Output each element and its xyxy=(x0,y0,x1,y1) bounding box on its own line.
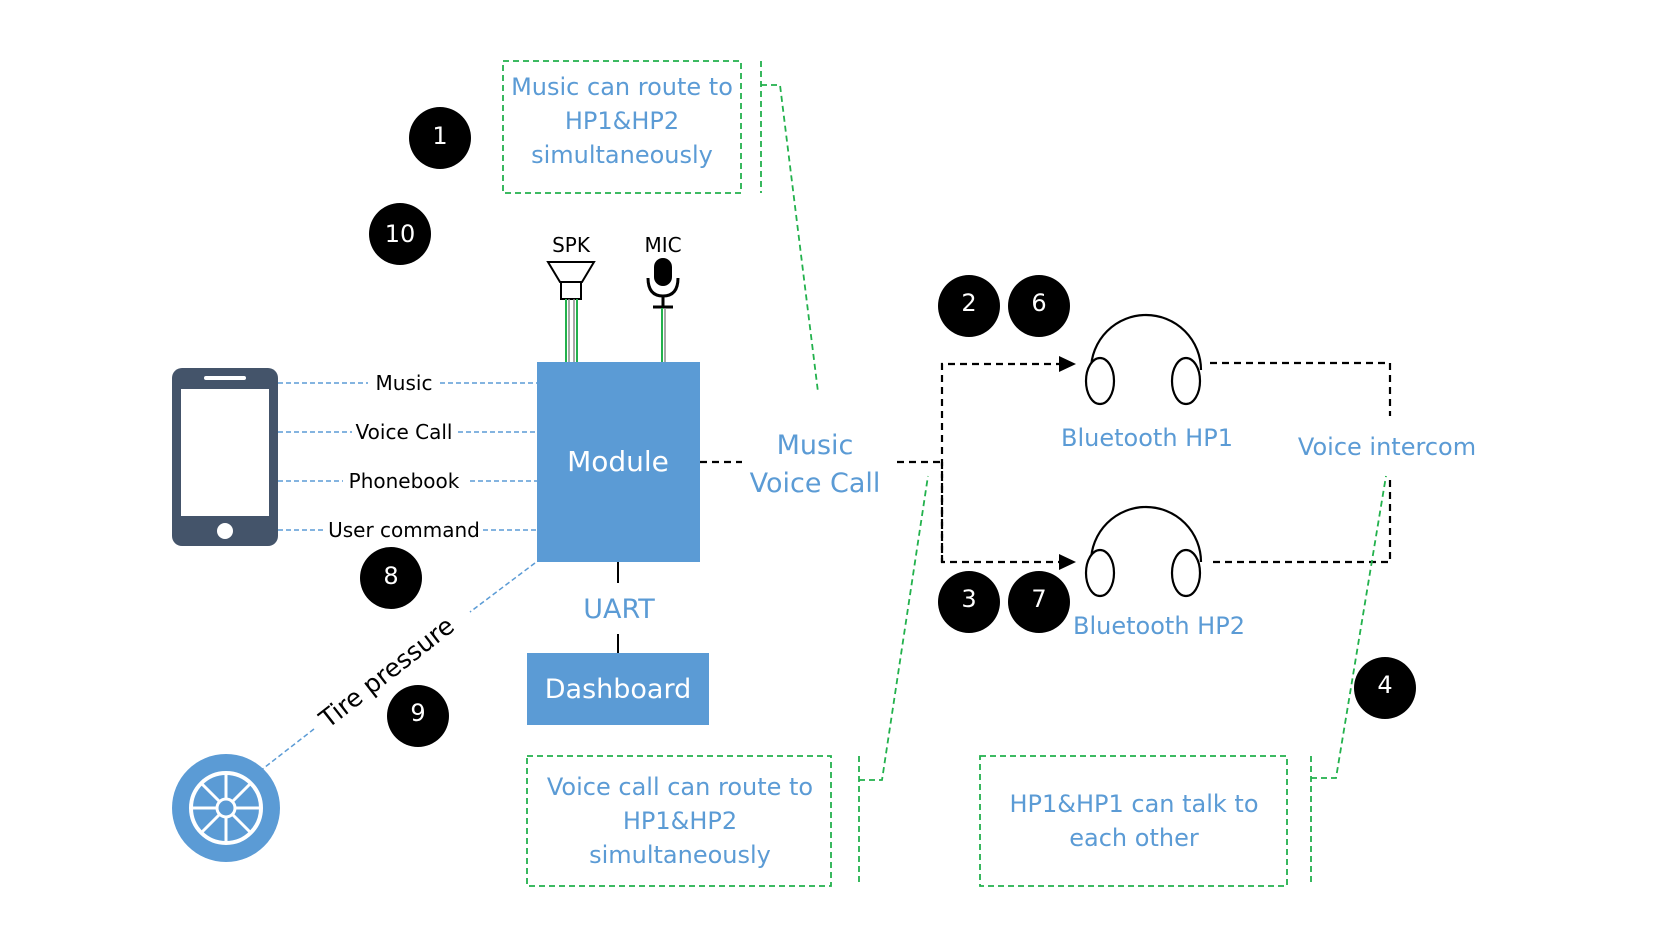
note-music-line-2: HP1&HP2 xyxy=(565,107,679,135)
badge-4: 4 xyxy=(1354,657,1416,719)
badge-1: 1 xyxy=(409,107,471,169)
hp1-label: Bluetooth HP1 xyxy=(1061,424,1233,452)
svg-text:1: 1 xyxy=(432,122,447,150)
link-voice-call-label: Voice Call xyxy=(356,420,453,444)
hp2-label: Bluetooth HP2 xyxy=(1073,612,1245,640)
badge-10: 10 xyxy=(369,203,431,265)
dashboard-box: Dashboard xyxy=(527,653,709,725)
phone-links: Music Voice Call Phonebook User command xyxy=(278,371,537,542)
speaker-group: SPK xyxy=(546,233,596,362)
smartphone-icon xyxy=(172,368,278,546)
badge-8: 8 xyxy=(360,547,422,609)
note-voice-line-2: HP1&HP2 xyxy=(623,807,737,835)
note-voice-line-1: Voice call can route to xyxy=(547,773,813,801)
badge-2: 2 xyxy=(938,275,1000,337)
speaker-icon xyxy=(546,261,596,300)
center-music-label: Music xyxy=(777,430,854,461)
link-phonebook-label: Phonebook xyxy=(349,469,460,493)
mic-group: MIC xyxy=(644,233,682,362)
mic-label: MIC xyxy=(644,233,681,257)
note-music-line-1: Music can route to xyxy=(511,73,733,101)
link-user-command-label: User command xyxy=(328,518,480,542)
spk-label: SPK xyxy=(552,233,591,257)
note-voice-route: Voice call can route to HP1&HP2 simultan… xyxy=(526,475,929,887)
badge-3: 3 xyxy=(938,571,1000,633)
svg-text:7: 7 xyxy=(1031,585,1046,613)
module-box: Module xyxy=(537,362,700,562)
note-talk: HP1&HP1 can talk to each other xyxy=(979,475,1387,887)
headphones-icon xyxy=(1084,505,1203,598)
dashboard-label: Dashboard xyxy=(545,674,691,705)
note-voice-line-3: simultaneously xyxy=(589,841,771,869)
note-voice-callout xyxy=(859,475,929,781)
note-music-line-3: simultaneously xyxy=(531,141,713,169)
badge-6: 6 xyxy=(1008,275,1070,337)
svg-text:2: 2 xyxy=(961,289,976,317)
badge-7: 7 xyxy=(1008,571,1070,633)
note-music-route: Music can route to HP1&HP2 simultaneousl… xyxy=(502,60,819,393)
svg-text:10: 10 xyxy=(385,220,416,248)
svg-text:3: 3 xyxy=(961,585,976,613)
center-voice-call-label: Voice Call xyxy=(750,468,881,499)
svg-text:6: 6 xyxy=(1031,289,1046,317)
voice-intercom-label: Voice intercom xyxy=(1298,433,1476,461)
note-talk-callout xyxy=(1311,475,1387,779)
module-label: Module xyxy=(567,445,669,478)
note-music-callout xyxy=(761,84,819,393)
microphone-icon xyxy=(646,258,680,309)
uart-label: UART xyxy=(583,594,655,625)
headphones-icon xyxy=(1084,313,1203,406)
badge-9: 9 xyxy=(387,685,449,747)
tire-wheel-icon xyxy=(172,754,280,862)
note-talk-line-1: HP1&HP1 can talk to xyxy=(1009,790,1258,818)
link-music-label: Music xyxy=(376,371,433,395)
svg-text:8: 8 xyxy=(383,562,398,590)
svg-text:4: 4 xyxy=(1377,671,1392,699)
svg-text:9: 9 xyxy=(410,699,425,727)
note-talk-line-2: each other xyxy=(1069,824,1199,852)
